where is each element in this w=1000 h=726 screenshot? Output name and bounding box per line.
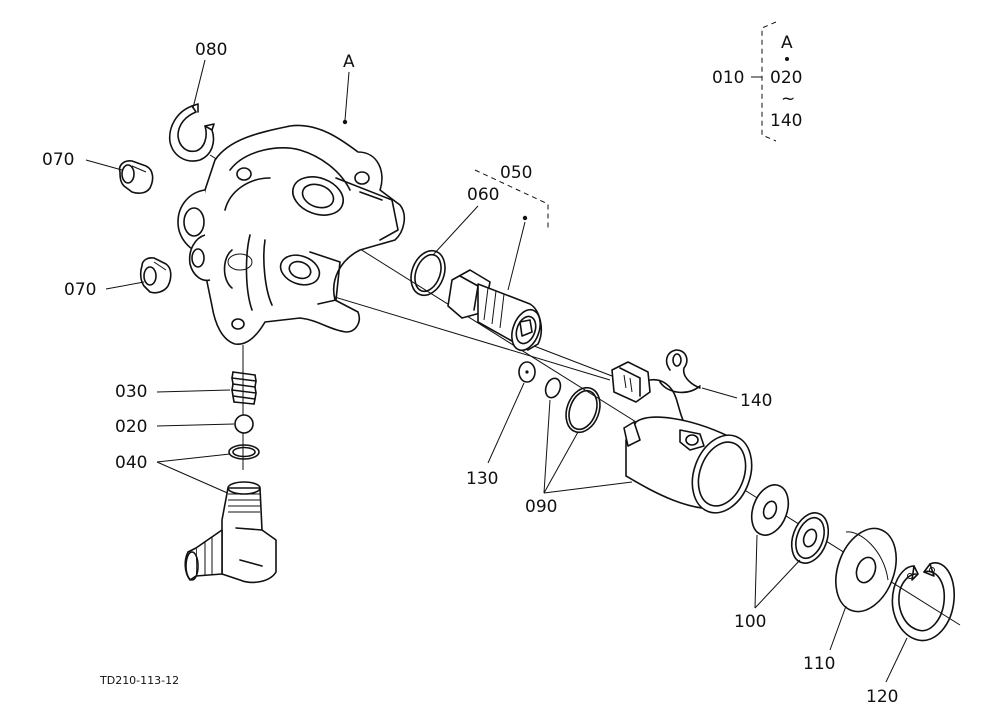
- callout-020: 020: [115, 417, 147, 437]
- assembly-legend: 010 A 020 ~ 140: [712, 21, 802, 142]
- part-090-o-rings: [544, 377, 601, 434]
- callout-090: 090: [525, 497, 557, 517]
- legend-tilde: ~: [781, 89, 795, 109]
- legend-ref-a: A: [781, 33, 793, 53]
- part-100-washers: [750, 484, 830, 564]
- part-070-plug-bottom: [139, 257, 172, 294]
- part-040-o-ring: [228, 444, 260, 460]
- callout-060: 060: [467, 185, 499, 205]
- callout-040: 040: [115, 453, 147, 473]
- callout-080: 080: [195, 40, 227, 60]
- callout-010: 010: [712, 68, 744, 88]
- part-140-clip: [659, 349, 701, 394]
- callout-130: 130: [466, 469, 498, 489]
- part-030-spring: [231, 371, 257, 405]
- callout-050: 050: [500, 163, 532, 183]
- part-elbow-fitting: [184, 481, 277, 584]
- part-050-valve-cartridge: [447, 269, 542, 352]
- part-080-snap-ring: [168, 103, 215, 162]
- callout-120: 120: [866, 687, 898, 707]
- part-130-washer: [518, 361, 536, 383]
- callout-070-top: 070: [42, 150, 74, 170]
- callout-140: 140: [740, 391, 772, 411]
- legend-020: 020: [770, 68, 802, 88]
- callout-a-housing: A: [343, 52, 355, 72]
- callout-030: 030: [115, 382, 147, 402]
- legend-dot: [785, 57, 789, 61]
- part-120-circlip: [891, 562, 955, 642]
- drawing-code: TD210-113-12: [99, 674, 179, 687]
- part-060-o-ring: [410, 249, 446, 297]
- callout-100: 100: [734, 612, 766, 632]
- callout-110: 110: [803, 654, 835, 674]
- main-housing: [177, 124, 406, 345]
- part-110-disc: [835, 527, 897, 613]
- part-020-ball: [234, 414, 254, 434]
- legend-140: 140: [770, 111, 802, 131]
- part-070-plug-top: [118, 160, 154, 194]
- part-solenoid-coil: [623, 416, 753, 514]
- callout-070-bottom: 070: [64, 280, 96, 300]
